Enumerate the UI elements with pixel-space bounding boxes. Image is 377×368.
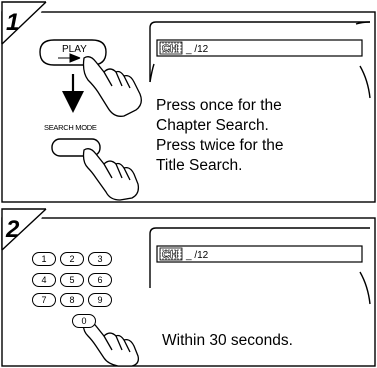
key-2[interactable]: 2: [60, 252, 84, 266]
pointing-hand-icon: [82, 148, 140, 201]
key-3[interactable]: 3: [88, 252, 112, 266]
play-label: PLAY: [62, 44, 87, 55]
step-2-instructions: Within 30 seconds.: [162, 332, 293, 349]
key-5[interactable]: 5: [60, 273, 84, 287]
pointing-hand-icon: [82, 56, 142, 117]
step-1-panel: 1 PLAY SEARCH MODE CH: [1, 1, 376, 203]
search-mode-label: SEARCH MODE: [44, 123, 97, 132]
key-7[interactable]: 7: [32, 293, 56, 307]
svg-text:CH: CH: [162, 43, 178, 55]
instruction-line: Chapter Search.: [156, 117, 269, 134]
key-4[interactable]: 4: [32, 273, 56, 287]
tv-screen: CH _ /12: [149, 227, 371, 305]
instruction-line: Press twice for the: [156, 137, 284, 154]
tv-screen: CH _ /12: [149, 21, 371, 99]
key-8[interactable]: 8: [60, 293, 84, 307]
osd-chapter-field: _ /12: [185, 250, 209, 261]
osd-ch-tag: [159, 41, 183, 55]
key-9[interactable]: 9: [88, 293, 112, 307]
osd-chapter-field: _ /12: [185, 44, 209, 55]
step-1-number: 1: [6, 9, 19, 36]
instruction-line: Title Search.: [156, 157, 243, 174]
step-1-instructions: Press once for the Chapter Search. Press…: [156, 96, 284, 176]
key-0[interactable]: 0: [72, 314, 96, 328]
step-2-number: 2: [5, 216, 20, 243]
pointing-hand-icon: [82, 320, 140, 367]
key-1[interactable]: 1: [32, 252, 56, 266]
step-2-panel: 2 CH _ /12: [1, 208, 376, 367]
osd-ch-tag: [159, 247, 183, 261]
svg-text:CH: CH: [162, 249, 178, 261]
key-6[interactable]: 6: [88, 273, 112, 287]
instruction-line: Press once for the: [156, 97, 282, 114]
